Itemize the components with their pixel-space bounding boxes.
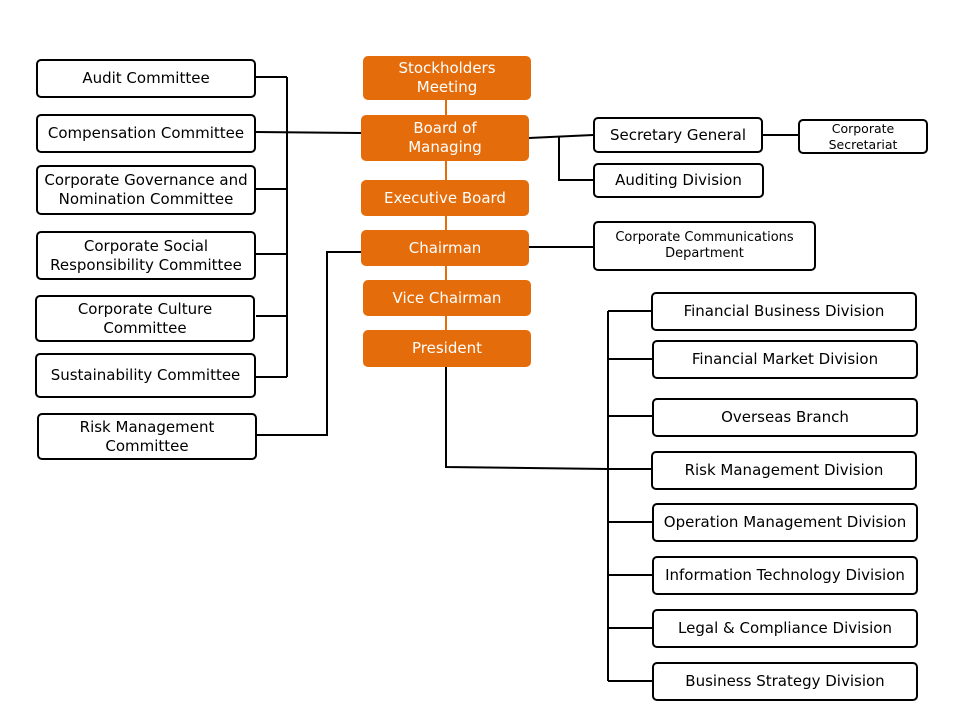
board-to-secretary-link <box>528 134 594 139</box>
committee-link-compensation <box>255 131 362 134</box>
audit-committee-box: Audit Committee <box>36 59 256 98</box>
corporate-secretariat-box: Corporate Secretariat <box>798 119 928 154</box>
division-box-risk-management: Risk Management Division <box>651 451 917 490</box>
corporate-communications-box: Corporate Communications Department <box>593 221 816 271</box>
csr-committee-box: Corporate Social Responsibility Committe… <box>36 231 256 280</box>
division-box-overseas-branch: Overseas Branch <box>652 398 918 437</box>
division-box-operation-management: Operation Management Division <box>652 503 918 542</box>
chairman-box: Chairman <box>361 230 529 266</box>
division-box-financial-market: Financial Market Division <box>652 340 918 379</box>
stockholders-meeting-box: Stockholders Meeting <box>363 56 531 100</box>
sustainability-committee-box: Sustainability Committee <box>35 353 256 398</box>
executive-board-box: Executive Board <box>361 180 529 216</box>
president-box: President <box>363 330 531 367</box>
division-box-financial-business: Financial Business Division <box>651 292 917 331</box>
division-box-legal-compliance: Legal & Compliance Division <box>652 609 918 648</box>
board-of-managing-box: Board of Managing <box>361 115 529 161</box>
corporate-culture-committee-box: Corporate Culture Committee <box>35 295 255 342</box>
board-to-auditing-link <box>558 137 593 181</box>
risk-management-committee-box: Risk Management Committee <box>37 413 257 460</box>
division-box-business-strategy: Business Strategy Division <box>652 662 918 701</box>
vice-chairman-box: Vice Chairman <box>363 280 531 316</box>
compensation-committee-box: Compensation Committee <box>36 114 256 153</box>
secretary-general-box: Secretary General <box>593 117 763 153</box>
risk-committee-link <box>257 251 361 436</box>
president-to-divisions-link <box>445 367 609 470</box>
corporate-governance-committee-box: Corporate Governance and Nomination Comm… <box>36 165 256 215</box>
auditing-division-box: Auditing Division <box>593 163 764 198</box>
division-box-information-technology: Information Technology Division <box>652 556 918 595</box>
